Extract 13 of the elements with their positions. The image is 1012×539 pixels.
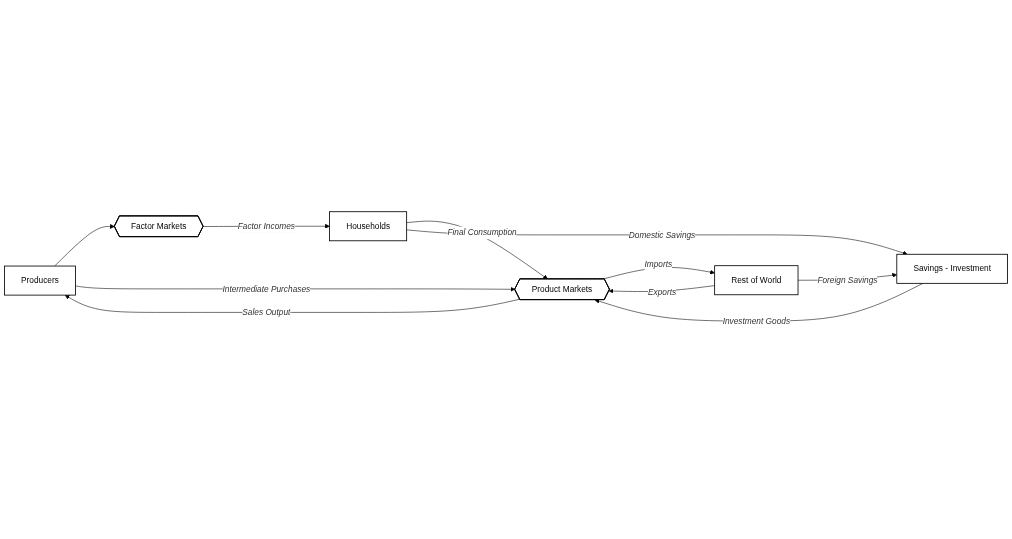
edge-label: Factor Incomes xyxy=(237,221,295,231)
edge-label: Investment Goods xyxy=(722,315,791,326)
edge-label: Final Consumption xyxy=(447,227,517,237)
edge-label: Exports xyxy=(647,287,677,297)
node-box: Rest of World xyxy=(714,265,799,296)
edge-label: Domestic Savings xyxy=(628,229,696,240)
edge-label: Imports xyxy=(644,259,673,269)
edge-label: Sales Output xyxy=(242,307,291,317)
edge-label: Foreign Savings xyxy=(817,275,878,285)
edge-label: Intermediate Purchases xyxy=(222,283,311,294)
node-box: Households xyxy=(329,211,408,242)
node-box: Savings - Investment xyxy=(896,253,1008,284)
node-box: Producers xyxy=(4,265,76,296)
